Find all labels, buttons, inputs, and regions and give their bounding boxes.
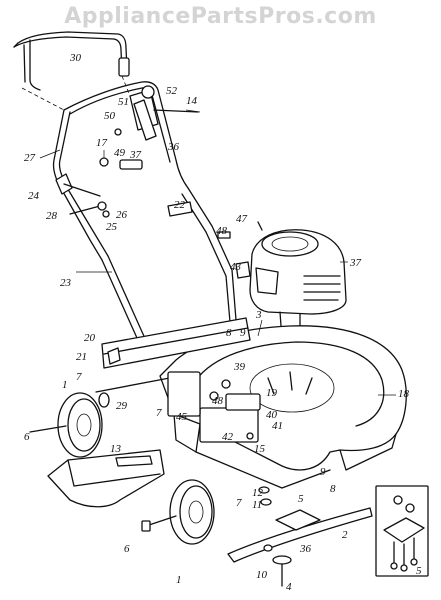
mower-deck[interactable] [159, 325, 407, 489]
part-label: 11 [252, 499, 262, 511]
part-label: 36 [299, 543, 312, 555]
part-label: 18 [398, 388, 410, 400]
mower-blade[interactable] [227, 486, 373, 587]
part-label: 7 [156, 407, 162, 419]
part-label: 43 [230, 261, 242, 273]
part-label: 6 [24, 431, 30, 443]
part-label: 22 [174, 199, 186, 211]
front-wheel[interactable] [141, 479, 215, 545]
part-label: 8 [226, 327, 232, 339]
part-label: 9 [320, 466, 326, 478]
part-label: 8 [330, 483, 336, 495]
part-label: 7 [76, 371, 82, 383]
part-label: 6 [124, 543, 130, 555]
part-label: 14 [186, 95, 198, 107]
part-label: 49 [114, 147, 126, 159]
inset-adapter-detail[interactable] [375, 485, 429, 577]
part-label: 52 [166, 85, 178, 97]
leader-lines [39, 109, 396, 396]
part-label: 12 [252, 487, 264, 499]
part-label: 25 [106, 221, 118, 233]
part-label: 10 [256, 569, 268, 581]
rear-axle-bracket[interactable] [95, 317, 251, 417]
control-bracket[interactable] [99, 85, 199, 170]
part-label: 36 [167, 141, 180, 153]
part-label: 26 [116, 209, 128, 221]
part-label: 20 [84, 332, 96, 344]
part-label: 5 [416, 565, 422, 577]
part-labels: 30 52 51 14 50 49 36 37 17 27 24 28 26 2… [24, 52, 422, 593]
part-label: 4 [286, 581, 292, 593]
part-label: 17 [96, 137, 108, 149]
handle-knob[interactable] [55, 173, 110, 218]
part-label: 13 [110, 443, 122, 455]
part-label: 27 [24, 152, 36, 164]
part-label: 42 [222, 431, 234, 443]
engine[interactable] [217, 221, 347, 343]
part-label: 23 [60, 277, 72, 289]
part-label: 51 [118, 96, 129, 108]
upper-handle[interactable] [13, 31, 131, 111]
part-label: 24 [28, 190, 40, 202]
part-label: 1 [62, 379, 68, 391]
part-label: 39 [233, 361, 246, 373]
watermark: AppliancePartsPros.com [64, 4, 377, 29]
part-label: 15 [254, 443, 266, 455]
part-label: 2 [342, 529, 348, 541]
part-label: 37 [349, 257, 362, 269]
part-label: 37 [129, 149, 142, 161]
part-label: 28 [46, 210, 58, 222]
part-label: 50 [104, 110, 116, 122]
part-label: 48 [216, 225, 228, 237]
part-label: 48 [212, 395, 224, 407]
part-label: 9 [240, 327, 246, 339]
part-label: 3 [255, 309, 262, 321]
part-label: 41 [272, 420, 283, 432]
part-label: 21 [76, 351, 87, 363]
part-label: 29 [116, 400, 128, 412]
part-label: 5 [298, 493, 304, 505]
part-label: 7 [236, 497, 242, 509]
part-label: 1 [176, 574, 182, 586]
part-label: 45 [176, 411, 188, 423]
part-label: 30 [69, 52, 82, 64]
part-label: 40 [266, 409, 278, 421]
rear-wheel[interactable] [29, 392, 110, 458]
rear-flap[interactable] [47, 449, 165, 508]
part-label: 19 [266, 387, 278, 399]
part-label: 47 [236, 213, 248, 225]
